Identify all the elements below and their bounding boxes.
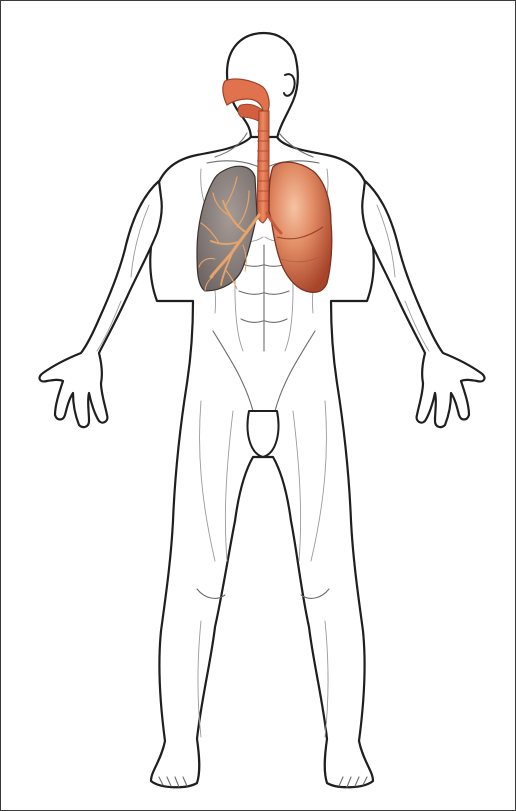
trachea: [257, 111, 269, 223]
